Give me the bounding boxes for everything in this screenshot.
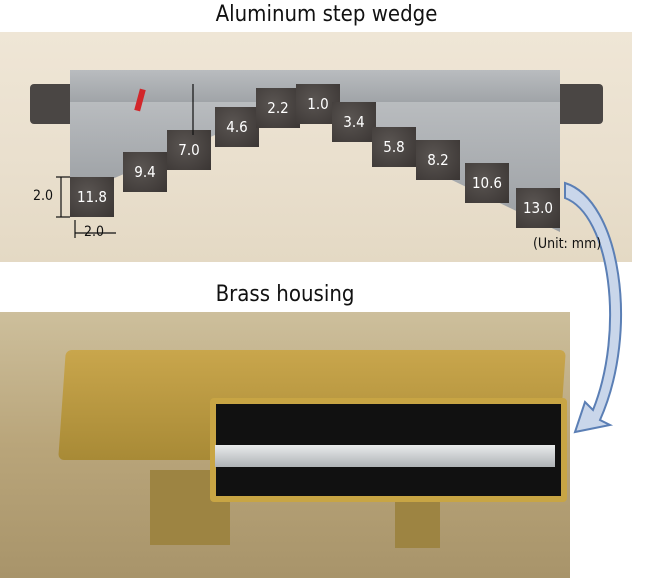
step-2-2: 2.2 [256, 88, 300, 128]
step-5-8: 5.8 [372, 127, 416, 167]
right-post [555, 84, 603, 124]
aluminum-wedge-inserted [215, 445, 555, 467]
dimension-lines [56, 84, 194, 238]
step-8-2: 8.2 [416, 140, 460, 180]
height-dimension: 2.0 [33, 188, 54, 204]
step-9-4: 9.4 [123, 152, 167, 192]
step-11-8: 11.8 [70, 177, 114, 217]
brass-housing-title: Brass housing [215, 282, 355, 307]
step-3-4: 3.4 [332, 102, 376, 142]
step-7-0: 7.0 [167, 130, 211, 170]
width-dimension: 2.0 [84, 224, 105, 240]
step-10-6: 10.6 [465, 163, 509, 203]
step-wedge-title: Aluminum step wedge [215, 2, 438, 27]
curved-arrow-icon [564, 181, 623, 434]
step-13-0: 13.0 [516, 188, 560, 228]
step-4-6: 4.6 [215, 107, 259, 147]
unit-label: (Unit: mm) [533, 236, 602, 252]
